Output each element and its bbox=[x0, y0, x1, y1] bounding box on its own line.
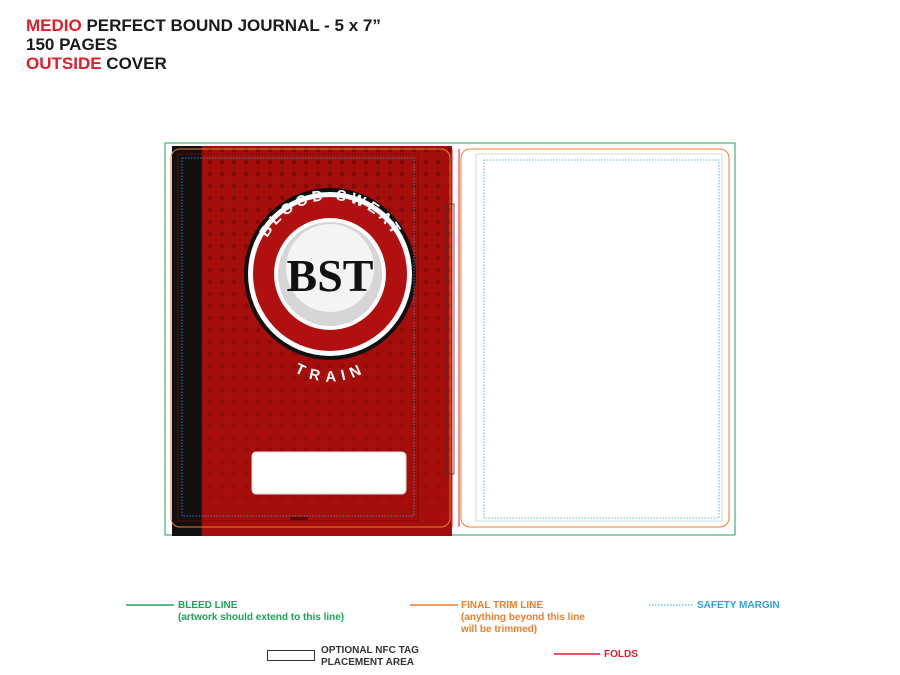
legend-nfc-swatch bbox=[267, 650, 315, 661]
cover-artwork: BLOOD SWEAT TRAIN BST bbox=[172, 146, 452, 536]
legend-bleed-note: (artwork should extend to this line) bbox=[178, 612, 345, 623]
header-title-block: MEDIO PERFECT BOUND JOURNAL - 5 x 7” 150… bbox=[26, 16, 381, 73]
trim-line-back bbox=[460, 148, 730, 528]
legend-safety-swatch bbox=[649, 604, 693, 606]
title-cover: COVER bbox=[101, 54, 167, 73]
title-line-3: OUTSIDE COVER bbox=[26, 54, 381, 73]
legend-trim-note-1: (anything beyond this line bbox=[461, 612, 585, 623]
spine-nfc-area bbox=[445, 203, 455, 475]
title-product: PERFECT BOUND JOURNAL - 5 x 7” bbox=[81, 16, 381, 35]
legend-folds-title: FOLDS bbox=[604, 649, 638, 660]
nfc-tag-placement-area bbox=[251, 451, 407, 495]
front-panel-outline bbox=[177, 153, 419, 522]
legend-bleed-swatch bbox=[126, 604, 174, 606]
legend-folds-swatch bbox=[554, 653, 600, 655]
legend-folds: FOLDS bbox=[604, 649, 638, 661]
legend-nfc-title-1: OPTIONAL NFC TAG bbox=[321, 645, 419, 656]
barcode-mark bbox=[290, 517, 308, 520]
legend-trim-line: FINAL TRIM LINE (anything beyond this li… bbox=[461, 600, 585, 636]
title-accent-medio: MEDIO bbox=[26, 16, 82, 35]
logo-center-text: BST bbox=[287, 250, 374, 301]
legend-bleed-title: BLEED LINE bbox=[178, 600, 238, 611]
back-panel-outline bbox=[475, 153, 723, 522]
title-line-1: MEDIO PERFECT BOUND JOURNAL - 5 x 7” bbox=[26, 16, 381, 35]
title-accent-outside: OUTSIDE bbox=[26, 54, 102, 73]
legend-bleed-line: BLEED LINE (artwork should extend to thi… bbox=[178, 600, 344, 624]
legend-trim-note-2: will be trimmed) bbox=[461, 624, 538, 635]
title-line-2: 150 PAGES bbox=[26, 35, 118, 54]
legend-safety-margin: SAFETY MARGIN bbox=[697, 600, 780, 612]
legend-safety-title: SAFETY MARGIN bbox=[697, 600, 780, 611]
legend-trim-title: FINAL TRIM LINE bbox=[461, 600, 544, 611]
spine-band bbox=[172, 146, 202, 536]
safety-margin-front bbox=[181, 157, 415, 517]
legend-nfc-area: OPTIONAL NFC TAG PLACEMENT AREA bbox=[321, 645, 419, 669]
safety-margin-back bbox=[483, 159, 720, 519]
legend-trim-swatch bbox=[410, 604, 458, 606]
legend-nfc-title-2: PLACEMENT AREA bbox=[321, 657, 414, 668]
trim-line-front bbox=[170, 148, 451, 528]
